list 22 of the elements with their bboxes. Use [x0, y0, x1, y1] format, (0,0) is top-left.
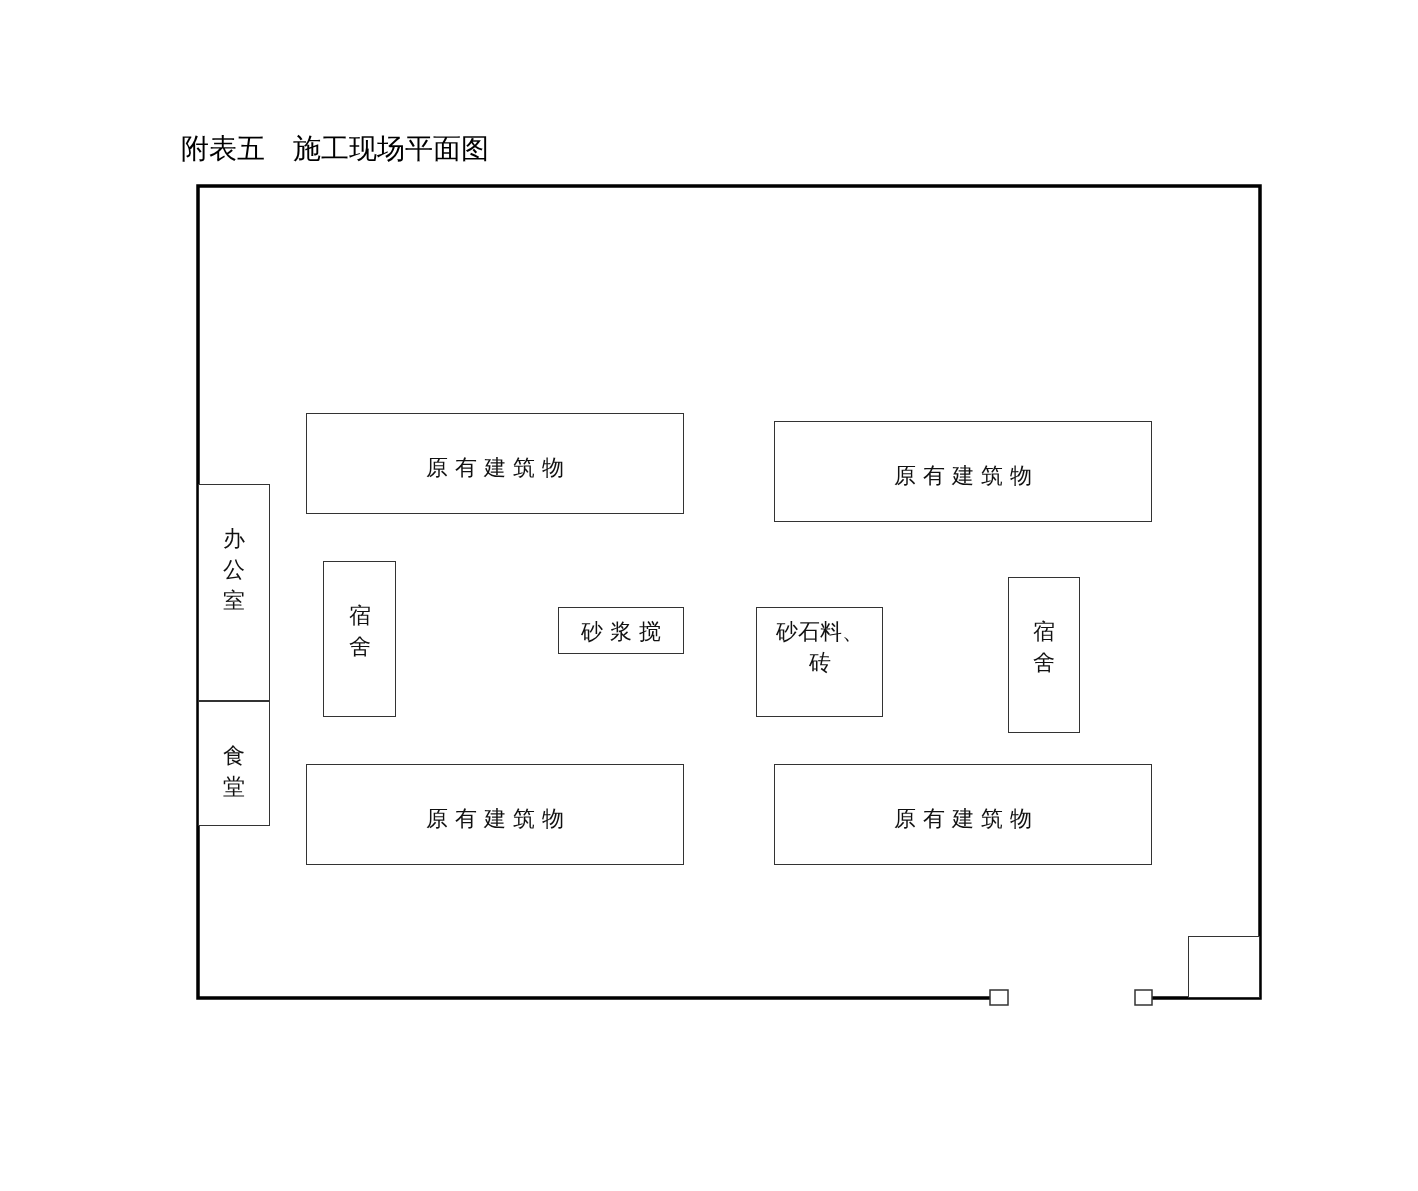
label: 食堂 — [223, 742, 245, 801]
label: 原 有 建 筑 物 — [426, 805, 564, 833]
label: 原 有 建 筑 物 — [894, 462, 1032, 490]
building-box — [306, 764, 684, 865]
dormitory-box — [323, 561, 396, 717]
label: 砂 浆 搅 — [581, 618, 661, 646]
label: 宿舍 — [1033, 618, 1055, 677]
label: 宿舍 — [348, 602, 371, 661]
material-yard-box — [756, 607, 883, 717]
mixer-box — [558, 607, 684, 654]
dormitory-box — [1008, 577, 1080, 733]
label: 原 有 建 筑 物 — [894, 805, 1032, 833]
building-box — [774, 421, 1152, 522]
canteen-box — [198, 701, 270, 826]
empty-box — [1188, 936, 1260, 998]
building-box — [306, 413, 684, 514]
label: 办公室 — [223, 525, 245, 615]
label: 原 有 建 筑 物 — [426, 454, 564, 482]
building-box — [774, 764, 1152, 865]
label: 砂石料、砖 — [774, 618, 865, 677]
title: 附表五 施工现场平面图 — [181, 131, 489, 167]
office-box — [198, 484, 270, 701]
